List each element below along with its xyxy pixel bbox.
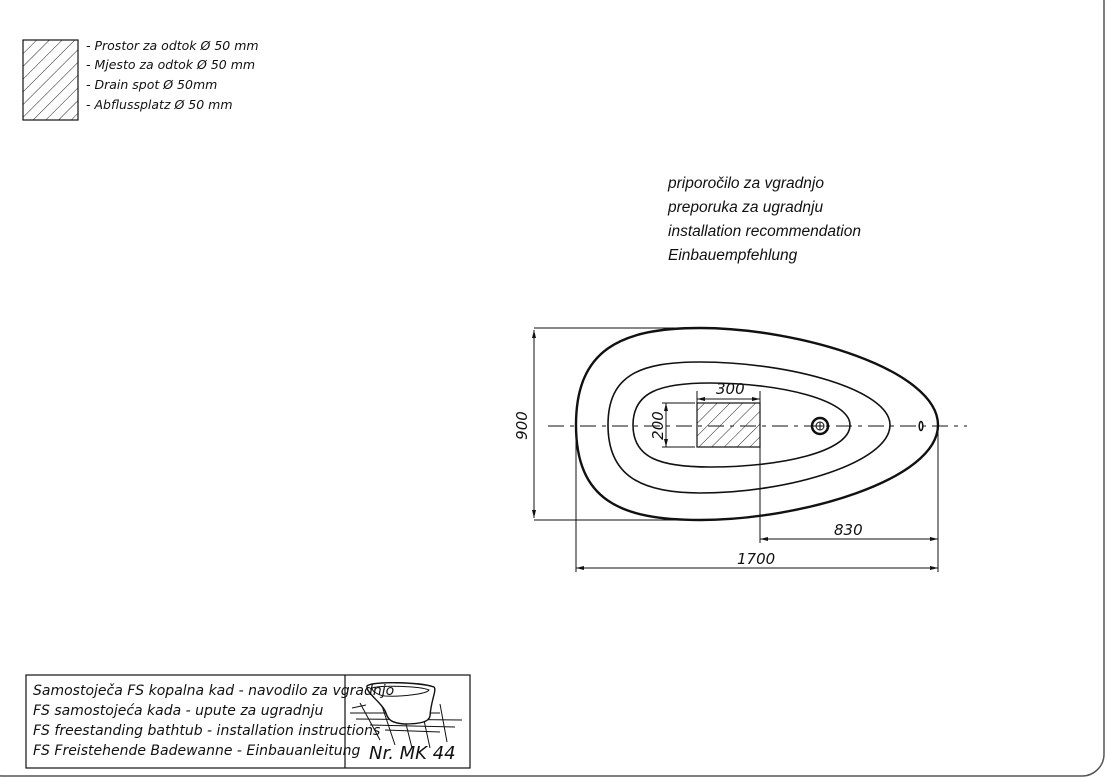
overflow-icon: [918, 420, 924, 432]
legend-item: - Drain spot Ø 50mm: [86, 77, 218, 92]
tub-inner-contour: [632, 382, 851, 468]
title-line: FS samostojeća kada - upute za ugradnju: [33, 703, 324, 719]
drain-icon: [810, 416, 830, 436]
dim-drain-height-label: 200: [648, 411, 667, 440]
bathtub-thumbnail-icon: [350, 682, 463, 749]
title-line: Samostoječa FS kopalna kad - navodilo za…: [33, 683, 395, 699]
recommendation-line: Einbauempfehlung: [668, 247, 798, 264]
title-block: [25, 674, 471, 769]
dimension-lines: [533, 327, 939, 572]
legend-hatch-icon: [22, 39, 79, 121]
legend-item: - Abflussplatz Ø 50 mm: [86, 97, 233, 112]
drain-area-hatch: [696, 402, 761, 448]
title-line: FS freestanding bathtub - installation i…: [33, 723, 381, 739]
dim-height-label: 900: [512, 411, 531, 440]
dim-width-label: 1700: [737, 550, 776, 568]
dim-drain-width-label: 300: [716, 380, 745, 398]
dim-drain-offset-label: 830: [834, 521, 863, 539]
tub-outer-outline: [574, 326, 940, 522]
legend-item: - Mjesto za odtok Ø 50 mm: [86, 57, 256, 72]
legend-item: - Prostor za odtok Ø 50 mm: [86, 38, 259, 53]
recommendation-line: preporuka za ugradnju: [668, 199, 824, 216]
recommendation-line: priporočilo za vgradnjo: [668, 175, 824, 192]
recommendation-line: installation recommendation: [668, 223, 861, 240]
model-number: Nr. MK 44: [369, 743, 456, 764]
tub-middle-contour: [607, 361, 891, 494]
title-line: FS Freistehende Badewanne - Einbauanleit…: [33, 743, 361, 759]
dimension-arrows: [532, 330, 938, 570]
